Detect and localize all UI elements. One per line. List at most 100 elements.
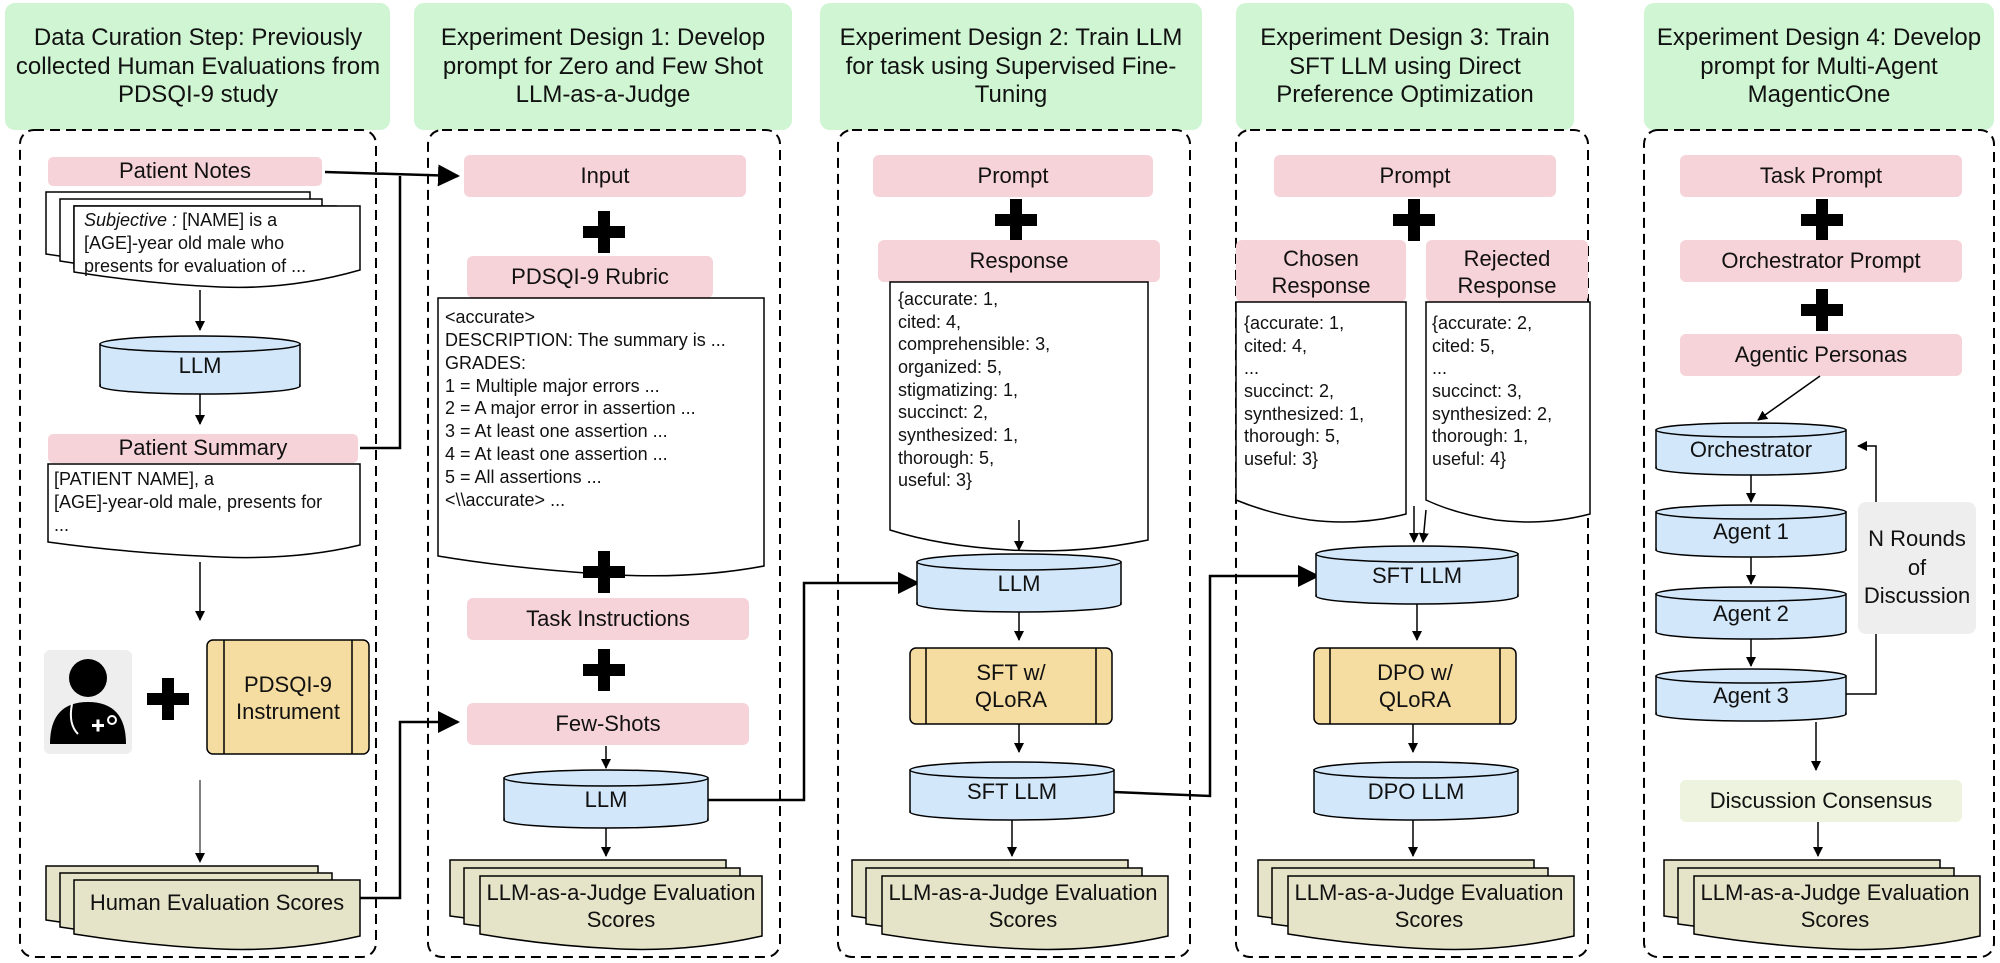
- patient-notes-box: [48, 157, 322, 186]
- plus-icon: [583, 211, 625, 253]
- dpo-qlora-box: [1313, 647, 1517, 725]
- rejected-line-1: {accurate: 2,: [1432, 313, 1533, 333]
- plus-icon: [1801, 289, 1843, 331]
- rubric-label: PDSQI-9 Rubric: [511, 263, 669, 289]
- orchestrator-prompt-label: Orchestrator Prompt: [1721, 247, 1921, 273]
- prompt-label-4: Prompt: [1379, 162, 1451, 188]
- dpo-llm-label: DPO LLM: [1367, 778, 1465, 804]
- llm-database-1: [99, 335, 301, 395]
- rejected-document-icon: [1425, 301, 1591, 523]
- response-line-6: succinct: 2,: [898, 402, 989, 423]
- header-box-3: [820, 3, 1202, 130]
- chosen-line-1: {accurate: 1,: [1244, 313, 1345, 333]
- chosen-response-label: Chosen Response: [1271, 245, 1371, 299]
- human-scores-label: Human Evaluation Scores: [89, 889, 345, 915]
- header-box-5: [1644, 3, 1994, 130]
- col4-scores-document-icon: [1257, 859, 1575, 951]
- chosen-line-5: synthesized: 1,: [1244, 403, 1365, 424]
- col4-scores-label: LLM-as-a-Judge Evaluation Scores: [1294, 879, 1564, 933]
- col5-scores-label: LLM-as-a-Judge Evaluation Scores: [1700, 879, 1970, 933]
- task-instructions-label: Task Instructions: [526, 605, 690, 631]
- orchestrator-label: Orchestrator: [1689, 436, 1813, 462]
- plus-icon: [1393, 199, 1435, 241]
- summary-document-icon: [47, 463, 361, 559]
- rubric-line-3: GRADES:: [445, 352, 527, 373]
- chosen-line-6: thorough: 5,: [1244, 426, 1341, 447]
- summary-line-3: ...: [54, 515, 70, 536]
- patient-notes-label: Patient Notes: [118, 158, 252, 184]
- summary-text: [PATIENT NAME], a [AGE]-year-old male, p…: [54, 468, 356, 537]
- column-3-frame: [837, 129, 1191, 958]
- summary-line-2: [AGE]-year-old male, presents for: [54, 492, 323, 513]
- plus-icon: [583, 649, 625, 691]
- few-shots-label: Few-Shots: [555, 710, 661, 736]
- rubric-line-7: 4 = At least one assertion ...: [445, 444, 668, 465]
- chosen-text: {accurate: 1, cited: 4, ... succinct: 2,…: [1244, 312, 1404, 471]
- rubric-text: <accurate> DESCRIPTION: The summary is .…: [445, 306, 759, 512]
- response-line-1: {accurate: 1,: [898, 289, 999, 309]
- response-document-icon: [889, 281, 1149, 552]
- dpo-llm-database: [1313, 761, 1519, 821]
- summary-line-1: [PATIENT NAME], a: [54, 469, 215, 489]
- task-instructions-box: [467, 598, 749, 640]
- few-shots-box: [467, 703, 749, 745]
- chosen-line-2: cited: 4,: [1244, 335, 1308, 356]
- response-line-7: synthesized: 1,: [898, 425, 1019, 446]
- sft-llm-label-4: SFT LLM: [1371, 562, 1463, 588]
- notes-subjective: Subjective :: [84, 210, 178, 230]
- col2-scores-document-icon: [449, 859, 763, 951]
- llm-label-2: LLM: [584, 786, 628, 812]
- col2-scores-label: LLM-as-a-Judge Evaluation Scores: [486, 879, 756, 933]
- header-box-4: [1236, 3, 1574, 130]
- chosen-line-4: succinct: 2,: [1244, 381, 1335, 402]
- notes-line-2: [AGE]-year old male who: [84, 233, 285, 254]
- pdsqi-instrument-box: [206, 639, 370, 755]
- rubric-line-4: 1 = Multiple major errors ...: [445, 375, 660, 396]
- plus-icon: [147, 678, 189, 720]
- response-line-4: organized: 5,: [898, 357, 1003, 378]
- column-1-frame: [19, 129, 377, 958]
- task-prompt-label: Task Prompt: [1759, 162, 1883, 188]
- chosen-document-icon: [1235, 301, 1407, 523]
- notes-line-3: presents for evaluation of ...: [84, 256, 307, 277]
- instrument-label: PDSQI-9 Instrument: [236, 671, 340, 725]
- header-box-1: [5, 3, 390, 130]
- notes-line-1: Subjective : [NAME] is a: [84, 209, 356, 232]
- rubric-line-5: 2 = A major error in assertion ...: [445, 398, 696, 419]
- header-2: Experiment Design 1: Develop prompt for …: [440, 23, 766, 109]
- llm-label-1: LLM: [178, 352, 222, 378]
- input-box: [464, 155, 746, 197]
- plus-icon: [1801, 199, 1843, 241]
- plus-icon: [995, 199, 1037, 241]
- sft-qlora-box: [909, 647, 1113, 725]
- chosen-line-7: useful: 3}: [1244, 449, 1319, 470]
- rejected-line-7: useful: 4}: [1432, 449, 1507, 470]
- sft-qlora-label: SFT w/ QLoRA: [974, 659, 1048, 713]
- rejected-text: {accurate: 2, cited: 5, ... succinct: 3,…: [1432, 312, 1588, 471]
- response-line-9: useful: 3}: [898, 470, 973, 491]
- llm-database-3: [916, 553, 1122, 613]
- header-box-2: [414, 3, 792, 130]
- rounds-box: [1858, 502, 1976, 634]
- agent-2-label: Agent 2: [1713, 600, 1789, 626]
- rubric-box: [467, 256, 713, 298]
- rejected-response-label: Rejected Response: [1457, 245, 1557, 299]
- prompt-box-4: [1274, 155, 1556, 197]
- input-label: Input: [580, 162, 630, 188]
- response-text: {accurate: 1, cited: 4, comprehensible: …: [898, 288, 1142, 492]
- rubric-line-2: DESCRIPTION: The summary is ...: [445, 329, 726, 350]
- rejected-line-2: cited: 5,: [1432, 335, 1496, 356]
- response-box: [878, 240, 1160, 282]
- column-4-frame: [1235, 129, 1589, 958]
- header-4: Experiment Design 3: Train SFT LLM using…: [1260, 23, 1550, 109]
- prompt-label-3: Prompt: [977, 162, 1049, 188]
- rubric-line-9: <\\accurate> ...: [445, 489, 566, 510]
- col3-scores-label: LLM-as-a-Judge Evaluation Scores: [888, 879, 1158, 933]
- notes-document-icon: [45, 191, 361, 289]
- response-line-8: thorough: 5,: [898, 447, 995, 468]
- rejected-line-3: ...: [1432, 358, 1448, 379]
- task-prompt-box: [1680, 155, 1962, 197]
- column-5-frame: [1643, 129, 1995, 958]
- response-label: Response: [969, 247, 1069, 273]
- chosen-response-box: [1236, 240, 1406, 302]
